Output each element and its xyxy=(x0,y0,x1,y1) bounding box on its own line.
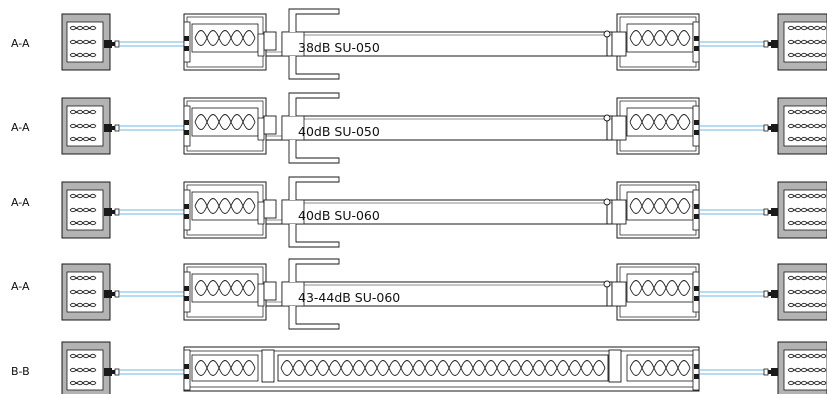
right-door-frame xyxy=(603,181,700,239)
right-wall-jamb xyxy=(699,263,827,321)
left-door-frame xyxy=(183,13,285,71)
spec-label: 38dB SU-050 xyxy=(298,40,380,55)
left-door-frame xyxy=(183,97,285,155)
left-wall-jamb xyxy=(61,13,186,71)
fixed-panel xyxy=(183,346,700,392)
section-label: A-A xyxy=(11,196,30,209)
section-row-4: A-A 43-44dB SU-060 xyxy=(11,258,827,330)
insulation-pattern xyxy=(280,360,606,376)
right-wall-jamb xyxy=(699,13,827,71)
left-wall-jamb xyxy=(61,263,186,321)
insulation-pattern xyxy=(280,360,606,376)
section-label: B-B xyxy=(11,365,30,378)
spec-label: 40dB SU-050 xyxy=(298,124,380,139)
section-row-5: B-B xyxy=(11,341,827,394)
section-row-3: A-A 40dB SU-060 xyxy=(11,176,827,248)
right-wall-jamb xyxy=(699,97,827,155)
section-row-1: A-A 38dB SU-050 xyxy=(11,8,827,80)
right-door-frame xyxy=(603,263,700,321)
section-label: A-A xyxy=(11,280,30,293)
left-wall-jamb xyxy=(61,181,186,239)
left-door-frame xyxy=(183,263,285,321)
right-wall-jamb xyxy=(699,181,827,239)
spec-label: 40dB SU-060 xyxy=(298,208,380,223)
right-door-frame xyxy=(603,97,700,155)
right-wall-jamb xyxy=(699,341,827,394)
right-door-frame xyxy=(603,13,700,71)
section-row-2: A-A 40dB SU-050 xyxy=(11,92,827,164)
left-door-frame xyxy=(183,181,285,239)
section-label: A-A xyxy=(11,121,30,134)
left-wall-jamb xyxy=(61,341,186,394)
section-label: A-A xyxy=(11,37,30,50)
left-wall-jamb xyxy=(61,97,186,155)
spec-label: 43-44dB SU-060 xyxy=(298,290,400,305)
